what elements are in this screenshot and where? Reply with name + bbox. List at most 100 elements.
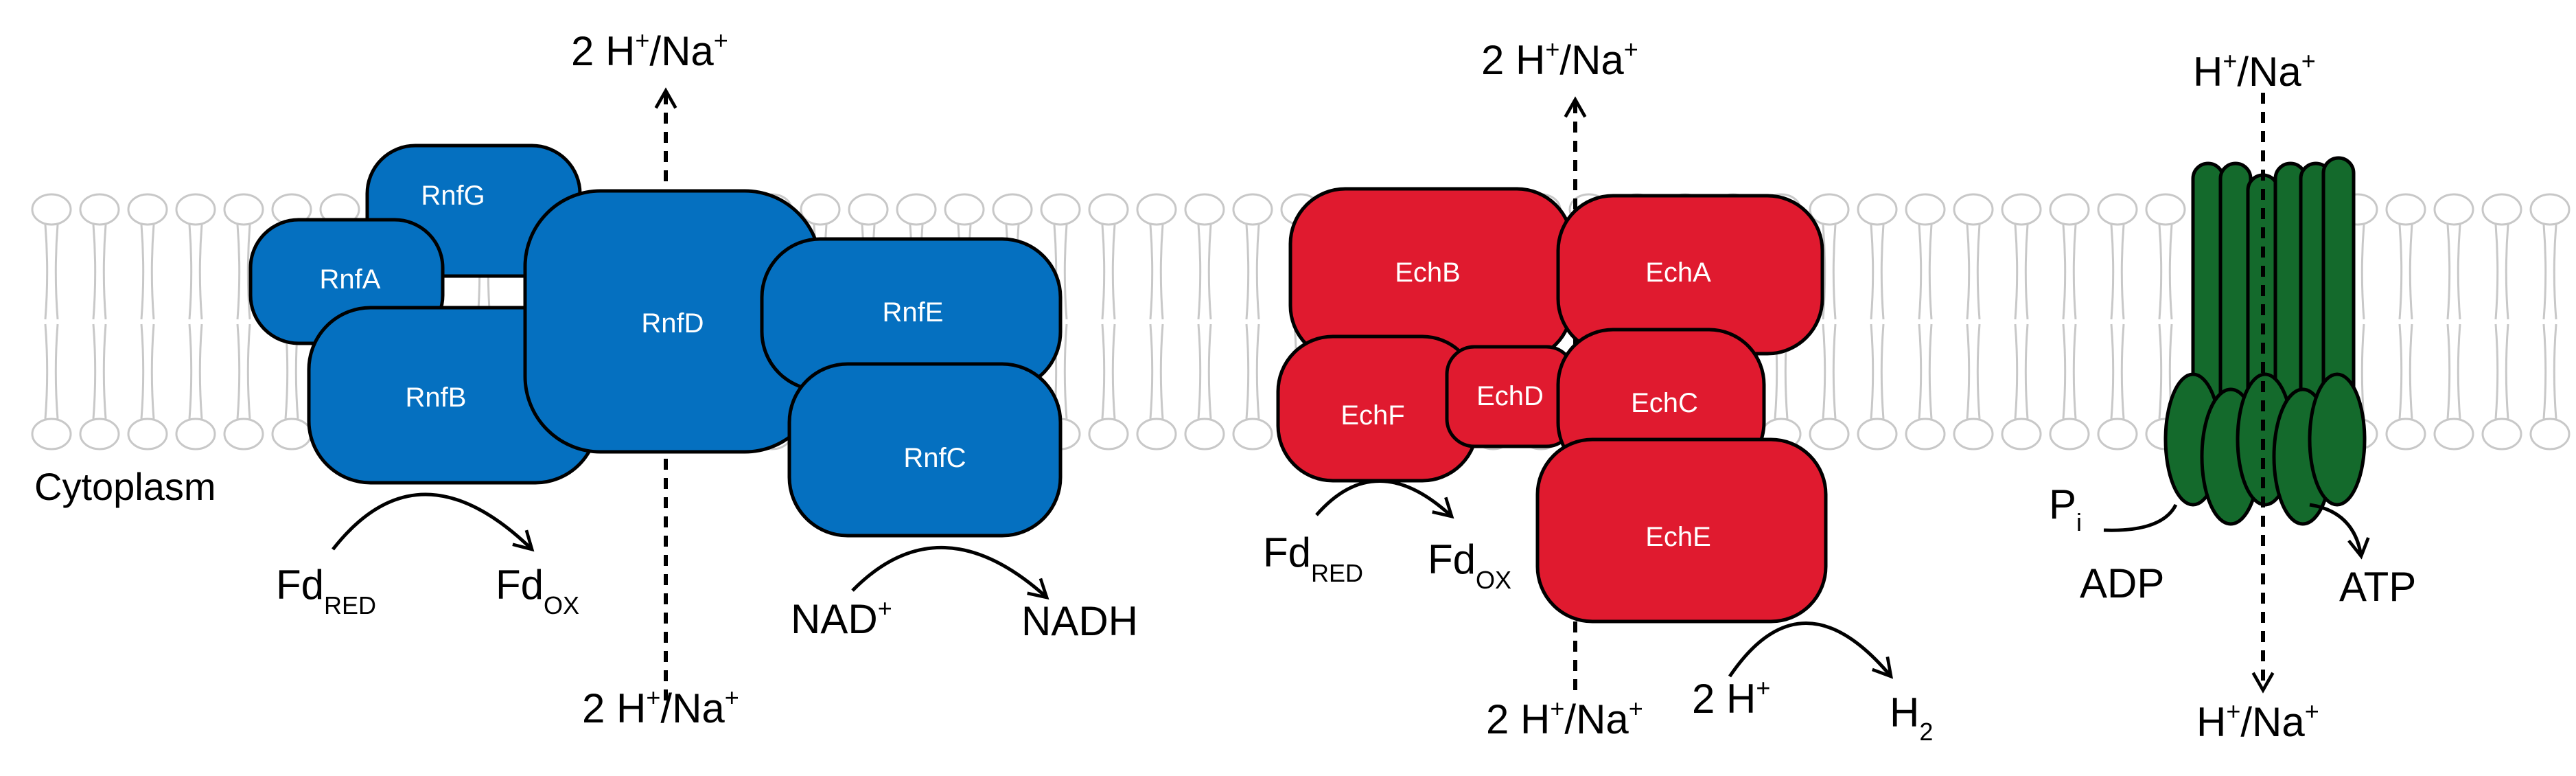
ech-fd-arrow <box>1315 479 1454 519</box>
lipid-tail <box>2062 323 2067 420</box>
lipid-tail <box>236 323 241 420</box>
lipid-tail <box>2457 323 2461 420</box>
lipid-tail <box>1928 323 1933 420</box>
lipid-tail <box>1870 323 1875 420</box>
lipid-tail <box>188 323 193 420</box>
ech-protons-label: 2 H+ <box>1692 674 1770 722</box>
lipid-tail <box>1255 224 1260 320</box>
lipid-tail <box>2024 224 2029 320</box>
lipid-tail <box>44 323 49 420</box>
lipid-head <box>2001 418 2042 450</box>
rnf-fd-red-label: FdRED <box>276 562 376 619</box>
ech-h2-label: H2 <box>1890 689 1933 746</box>
lipid-head <box>271 418 312 450</box>
lipid-tail <box>1870 224 1875 320</box>
lipid-head <box>944 193 985 226</box>
lipid-tail <box>1159 323 1164 420</box>
atp-atp-label: ATP <box>2339 564 2416 610</box>
ech-ion-top-label: 2 H+/Na+ <box>1481 35 1638 83</box>
lipid-tail <box>1245 323 1250 420</box>
rnfc-label: RnfC <box>903 443 966 473</box>
lipid-tail <box>1966 323 1971 420</box>
lipid-tail <box>1207 224 1212 320</box>
lipid-head <box>1136 193 1177 226</box>
lipid-tail <box>2542 224 2547 320</box>
echf-label: EchF <box>1341 400 1404 431</box>
ech-fd-red-label: FdRED <box>1263 529 1363 587</box>
lipid-head <box>2481 418 2522 450</box>
lipid-tail <box>2553 224 2557 320</box>
lipid-head <box>1232 418 1273 450</box>
lipid-tail <box>1880 323 1885 420</box>
lipid-head <box>2529 193 2571 226</box>
lipid-head <box>1184 418 1225 450</box>
lipid-head <box>1953 193 1994 226</box>
lipid-tail <box>2505 323 2509 420</box>
rnf-nadh-label: NADH <box>1021 598 1138 644</box>
echa-label: EchA <box>1645 258 1711 288</box>
lipid-tail <box>102 323 107 420</box>
lipid-head <box>1136 418 1177 450</box>
lipid-tail <box>2398 323 2403 420</box>
lipid-head <box>31 418 72 450</box>
lipid-tail <box>54 323 59 420</box>
lipid-head <box>800 193 841 226</box>
lipid-head <box>1857 193 1898 226</box>
rnfc-subunit <box>787 362 1063 538</box>
lipid-tail <box>150 323 155 420</box>
lipid-head <box>2385 418 2426 450</box>
lipid-tail <box>2120 224 2125 320</box>
lipid-head <box>2529 418 2571 450</box>
lipid-head <box>1088 193 1129 226</box>
lipid-tail <box>2360 323 2365 420</box>
lipid-head <box>1905 193 1946 226</box>
lipid-head <box>79 418 120 450</box>
lipid-head <box>2433 193 2474 226</box>
lipid-tail <box>2072 224 2077 320</box>
lipid-tail <box>1918 224 1923 320</box>
rnfa-label: RnfA <box>320 264 381 295</box>
lipid-tail <box>1918 323 1923 420</box>
lipid-tail <box>2494 224 2499 320</box>
lipid-head <box>223 418 264 450</box>
lipid-head <box>2385 193 2426 226</box>
lipid-tail <box>2505 224 2509 320</box>
lipid-tail <box>140 224 145 320</box>
lipid-head <box>2481 193 2522 226</box>
lipid-tail <box>2398 224 2403 320</box>
lipid-head <box>1953 418 1994 450</box>
lipid-tail <box>2014 224 2019 320</box>
lipid-tail <box>1822 224 1826 320</box>
lipid-tail <box>2409 323 2413 420</box>
atp-atp-arrow <box>2309 503 2370 560</box>
lipid-head <box>2097 193 2138 226</box>
lipid-tail <box>2446 224 2451 320</box>
lipid-tail <box>1928 224 1933 320</box>
lipid-head <box>1088 418 1129 450</box>
lipid-head <box>2097 418 2138 450</box>
lipid-tail <box>2542 323 2547 420</box>
lipid-head <box>1040 193 1081 226</box>
lipid-tail <box>198 323 203 420</box>
lipid-tail <box>1976 323 1981 420</box>
lipid-tail <box>1976 224 1981 320</box>
lipid-head <box>175 418 216 450</box>
lipid-tail <box>44 224 49 320</box>
lipid-tail <box>2062 224 2067 320</box>
echb-label: EchB <box>1395 258 1461 288</box>
lipid-tail <box>2158 224 2163 320</box>
lipid-tail <box>1111 323 1116 420</box>
ech-fd-ox-label: FdOX <box>1428 536 1511 594</box>
lipid-head <box>2049 418 2090 450</box>
atp-adp-label: ADP <box>2080 560 2164 606</box>
rnf-fd-arrow <box>332 492 535 552</box>
lipid-tail <box>140 323 145 420</box>
lipid-head <box>1809 193 1850 226</box>
lipid-tail <box>236 224 241 320</box>
lipid-head <box>31 193 72 226</box>
echd-label: EchD <box>1476 381 1544 411</box>
atp-pi-label: Pi <box>2049 481 2082 536</box>
lipid-tail <box>2168 224 2173 320</box>
lipid-tail <box>2158 323 2163 420</box>
